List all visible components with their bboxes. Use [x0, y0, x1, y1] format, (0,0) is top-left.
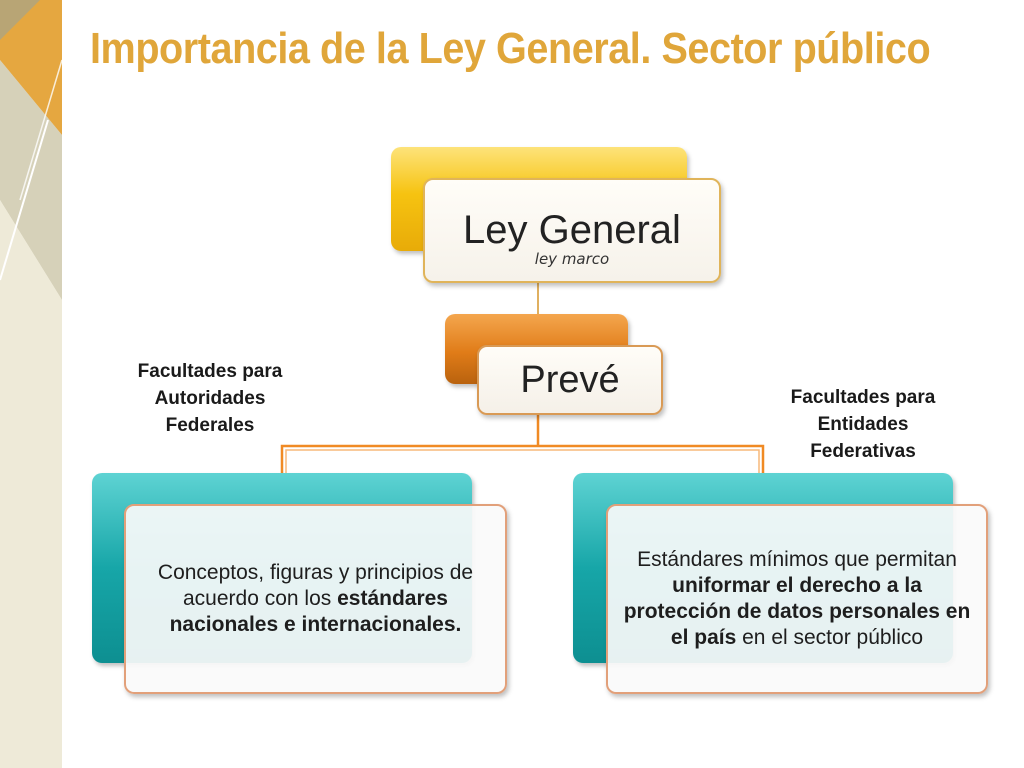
left-branch-text: Conceptos, figuras y principios de acuer… [138, 560, 493, 638]
middle-node-label: Prevé [520, 359, 620, 401]
left-branch-text-bold: estándares nacionales e internacionales. [169, 587, 462, 636]
root-node-sublabel: ley marco [534, 250, 610, 268]
left-branch-text-regular: Conceptos, figuras y principios de acuer… [157, 561, 474, 610]
right-branch-text-tail: en el sector público [736, 626, 924, 649]
root-node-ley-general: Ley General ley marco [423, 178, 721, 283]
slide-title: Importancia de la Ley General. Sector pú… [90, 24, 931, 73]
middle-node-preve: Prevé [477, 345, 663, 415]
decorative-side-strip [0, 0, 62, 768]
right-branch-text-regular: Estándares mínimos que permitan [637, 548, 957, 571]
connector-branch-bar [280, 444, 765, 473]
right-branch-text-bold: uniformar el derecho a la protección de … [623, 574, 971, 649]
left-branch-label: Facultades para Autoridades Federales [137, 361, 283, 436]
right-branch-text: Estándares mínimos que permitan uniforma… [620, 547, 974, 651]
right-branch-label: Facultades para Entidades Federativas [790, 387, 936, 462]
left-branch-node: Conceptos, figuras y principios de acuer… [124, 504, 507, 694]
right-branch-node: Estándares mínimos que permitan uniforma… [606, 504, 988, 694]
root-node-label: Ley General [463, 208, 681, 252]
